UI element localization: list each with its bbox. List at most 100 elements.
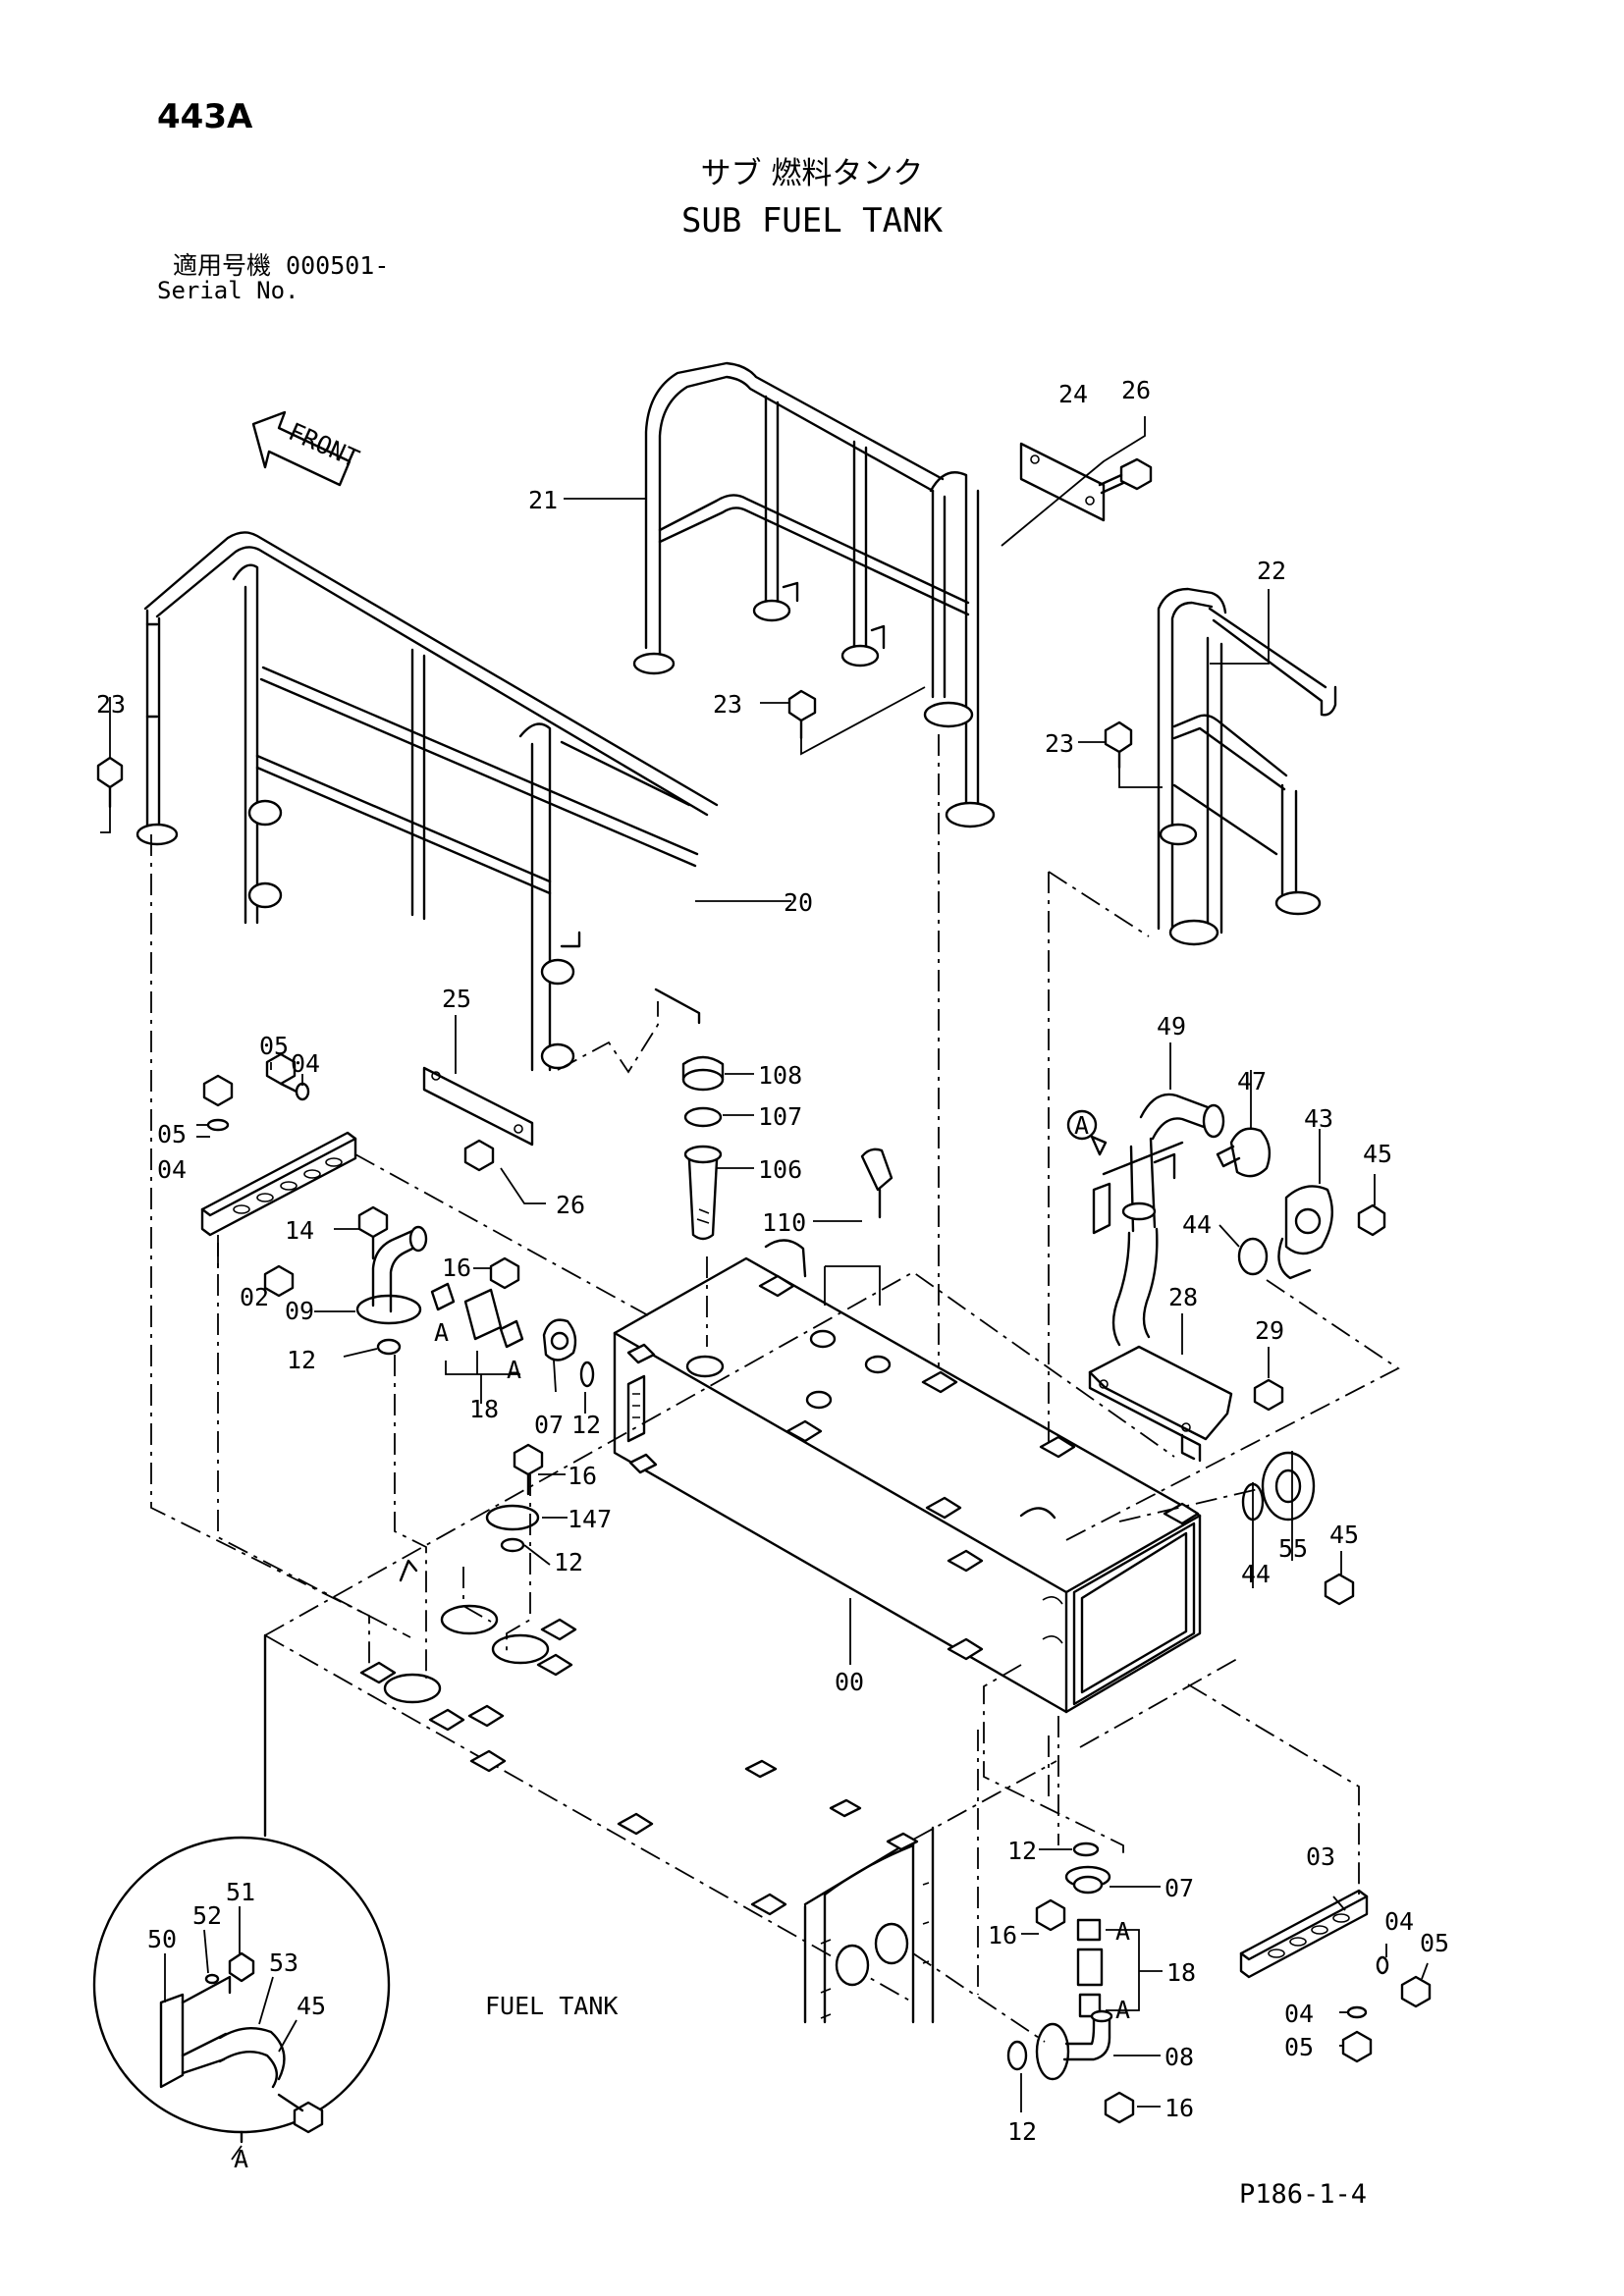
part-label: A xyxy=(1115,1917,1130,1946)
part-label: 110 xyxy=(762,1208,806,1237)
part-label: 04 xyxy=(1284,2000,1314,2028)
detail-reference-a: A xyxy=(1066,1109,1108,1156)
part-label: 08 xyxy=(1164,2043,1194,2071)
gasket-107 xyxy=(683,1106,723,1128)
part-label: 24 xyxy=(1058,380,1088,408)
hose-49 xyxy=(1092,1093,1225,1347)
part-label: 04 xyxy=(1384,1907,1414,1936)
bolt-icon xyxy=(228,1951,255,1983)
part-label: 108 xyxy=(758,1061,802,1090)
part-label: 05 xyxy=(1420,1929,1449,1957)
part-label: 29 xyxy=(1255,1316,1284,1345)
part-label: 18 xyxy=(1166,1958,1196,1987)
fuel-tank-label: FUEL TANK xyxy=(485,1992,618,2020)
flange-07 xyxy=(1064,1865,1111,1895)
cover-28 xyxy=(1088,1345,1233,1463)
washer-icon xyxy=(295,1082,310,1101)
title-japanese: サブ 燃料タンク xyxy=(700,156,924,191)
coupling-18 xyxy=(1076,1918,1104,2018)
gasket-44 xyxy=(1237,1237,1269,1276)
part-label: 18 xyxy=(469,1395,499,1423)
part-label: 14 xyxy=(285,1216,314,1245)
part-label: 05 xyxy=(259,1032,289,1060)
part-label: A xyxy=(234,2145,248,2173)
part-label: 45 xyxy=(1329,1521,1359,1549)
bolt-icon xyxy=(1400,1975,1432,2008)
serial-label-japanese: 適用号機 000501- xyxy=(173,251,390,280)
bolt-icon xyxy=(1098,457,1153,495)
part-label: 21 xyxy=(528,486,558,514)
bolt-icon xyxy=(1035,1898,1066,1932)
part-label: 53 xyxy=(269,1949,298,1977)
part-label: 20 xyxy=(784,888,813,917)
part-label: 16 xyxy=(442,1254,471,1282)
part-label: 12 xyxy=(1007,2117,1037,2146)
page-reference: P186-1-4 xyxy=(1239,2179,1368,2210)
serial-label: Serial No. xyxy=(157,277,299,304)
bolt-icon xyxy=(1341,2030,1373,2063)
part-label: 05 xyxy=(1284,2033,1314,2061)
handrail-21 xyxy=(632,361,996,828)
bolt-icon xyxy=(489,1256,520,1290)
part-label: 02 xyxy=(240,1283,269,1311)
bolt-icon xyxy=(513,1443,544,1476)
detail-a-view xyxy=(92,1836,391,2144)
part-label: 07 xyxy=(1164,1874,1194,1902)
page-id: 443A xyxy=(157,97,253,136)
bolt-icon xyxy=(787,689,817,722)
part-label: 23 xyxy=(96,690,126,719)
part-label: 09 xyxy=(285,1297,314,1325)
bolt-icon xyxy=(1104,721,1133,754)
leader-lines xyxy=(100,416,1429,2161)
bolt-icon xyxy=(96,756,124,789)
sub-fuel-tank-00 xyxy=(613,1239,1202,1714)
part-label: 51 xyxy=(226,1878,255,1906)
plate-24 xyxy=(1019,442,1106,522)
front-arrow-icon: FRONT xyxy=(251,410,363,487)
o-ring-12 xyxy=(1072,1842,1100,1857)
page-title: SUB FUEL TANK xyxy=(680,201,944,240)
part-label: 26 xyxy=(1121,376,1151,404)
plate-25 xyxy=(422,1066,534,1147)
washer-icon xyxy=(206,1118,230,1132)
part-label: 07 xyxy=(534,1411,564,1439)
bolt-icon xyxy=(1104,2091,1135,2124)
part-label: 05 xyxy=(157,1120,187,1148)
part-label: 47 xyxy=(1237,1067,1267,1095)
assembly-lines xyxy=(150,734,1400,2043)
bracket-02 xyxy=(200,1131,357,1237)
washer-icon xyxy=(1346,2005,1368,2019)
part-label: 26 xyxy=(556,1191,585,1219)
part-label: 55 xyxy=(1278,1534,1308,1563)
handrail-20 xyxy=(135,531,719,1072)
part-label: 25 xyxy=(442,985,471,1013)
flange-07 xyxy=(542,1318,577,1362)
plate-147 xyxy=(485,1504,540,1531)
flange-55 xyxy=(1261,1451,1316,1522)
bracket-03 xyxy=(1239,1889,1369,1979)
elbow-08 xyxy=(1035,2009,1113,2081)
bolt-icon xyxy=(463,1139,495,1172)
part-label: 12 xyxy=(287,1346,316,1374)
part-label: 147 xyxy=(568,1505,612,1533)
part-label: 44 xyxy=(1182,1210,1212,1239)
clamp-47 xyxy=(1216,1127,1272,1178)
part-label: 16 xyxy=(988,1921,1017,1949)
part-label: 12 xyxy=(571,1411,601,1439)
part-label: 107 xyxy=(758,1102,802,1131)
part-label: A xyxy=(1115,1996,1130,2024)
bolt-icon xyxy=(1357,1203,1386,1237)
bolt-icon xyxy=(1324,1573,1355,1606)
bolt-icon xyxy=(1253,1378,1284,1412)
o-ring-12 xyxy=(500,1537,525,1553)
part-label: 12 xyxy=(554,1548,583,1576)
part-label: 12 xyxy=(1007,1837,1037,1865)
washer-icon xyxy=(1376,1955,1389,1975)
part-label: 04 xyxy=(157,1155,187,1184)
part-label: 03 xyxy=(1306,1842,1335,1871)
part-label: 106 xyxy=(758,1155,802,1184)
part-label: 23 xyxy=(1045,729,1074,758)
bolt-icon xyxy=(263,1264,295,1298)
filler-cap-108 xyxy=(681,1055,725,1092)
